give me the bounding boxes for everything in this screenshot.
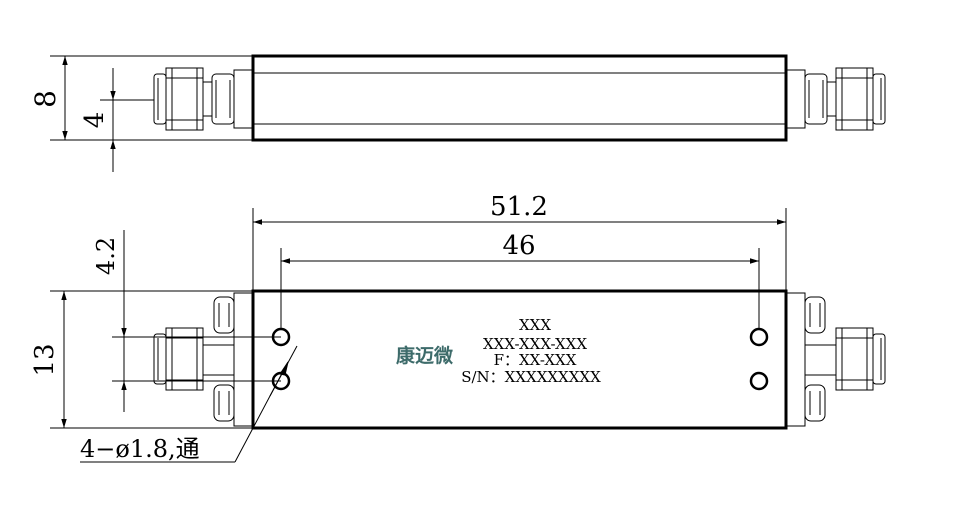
hole-callout-label: 4−ø1.8,通 <box>80 435 200 463</box>
dim-side-connector <box>100 68 154 172</box>
dim-hole-spacing-label: 46 <box>502 231 535 261</box>
dim-body-width-label: 13 <box>30 343 60 376</box>
brand-logo: 康迈微 <box>396 344 454 367</box>
dim-side-connector-label: 4 <box>80 112 110 129</box>
hole-callout-leader <box>80 345 298 463</box>
dim-hole-spacing <box>280 248 760 329</box>
side-view-body <box>251 54 788 142</box>
top-view <box>50 208 886 463</box>
mounting-hole-bottom-right <box>749 371 769 391</box>
side-view <box>50 54 886 172</box>
top-left-connector <box>153 296 235 422</box>
dim-body-width <box>50 290 253 429</box>
side-left-connector <box>153 67 254 131</box>
dim-overall-length-label: 51.2 <box>490 192 548 222</box>
top-right-connector <box>804 296 886 422</box>
dim-side-height-label: 8 <box>29 90 62 108</box>
dim-hole-offset-label: 4.2 <box>92 237 120 275</box>
mounting-hole-top-right <box>749 327 769 347</box>
label-line-3: F：XX-XXX <box>494 351 577 369</box>
label-line-2: XXX-XXX-XXX <box>483 335 587 353</box>
label-line-1: XXX <box>519 316 551 334</box>
side-right-connector <box>785 67 886 131</box>
dim-overall-length <box>252 208 787 291</box>
dim-hole-offset <box>112 230 281 412</box>
label-line-4: S/N：XXXXXXXXX <box>461 368 601 386</box>
